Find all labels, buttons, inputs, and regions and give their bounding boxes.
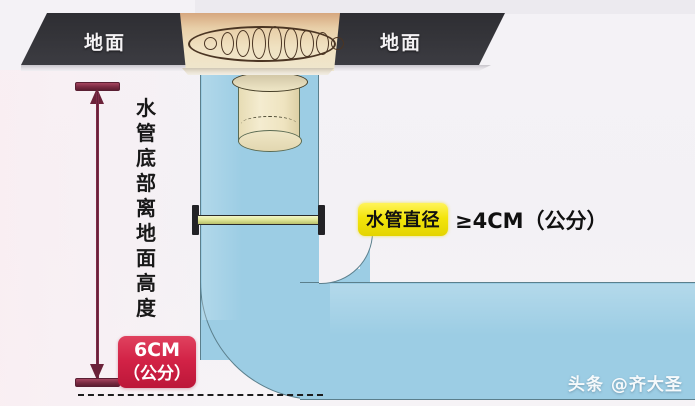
drain-grate-slot-2: [236, 30, 250, 57]
ground-slab-right: [333, 13, 505, 65]
drain-grate-slot-1: [221, 32, 234, 55]
drain-grate-hole-circle-left: [204, 37, 217, 50]
drain-body-bottom-ellipse: [238, 130, 302, 152]
ground-label-left: 地面: [84, 32, 127, 54]
pipe-horizontal-section: [300, 282, 695, 400]
drain-grate-slot-3: [252, 28, 266, 59]
height-arrow-bottom-cap: [75, 378, 120, 387]
drain-grate-slot-7: [316, 32, 329, 55]
height-arrow-shaft: [96, 92, 99, 380]
ground-label-right: 地面: [380, 32, 423, 54]
height-value-badge: 6CM （公分）: [118, 336, 196, 388]
watermark-text: 头条 @齐大圣: [568, 375, 683, 395]
drain-body-top-ellipse: [232, 72, 308, 92]
height-value-line2: （公分）: [123, 364, 191, 384]
diameter-value-text: ≥4CM（公分）: [455, 208, 608, 233]
drain-grate-hole-circle-right: [331, 37, 344, 50]
drain-body-hidden-edge-dashed: [241, 116, 297, 132]
drain-grate-slot-4: [268, 26, 282, 60]
background-top-band: [195, 0, 695, 14]
ground-slab-right-edge: [333, 65, 491, 71]
floor-drain-plate-edge: [182, 68, 334, 75]
pipe-bottom-height-label: 水 管 底 部 离 地 面 高 度: [136, 96, 156, 320]
drain-grate-slot-5: [284, 28, 298, 59]
height-value-line1: 6CM: [133, 339, 181, 361]
diameter-callout: 水管直径 ≥4CM（公分）: [358, 203, 608, 236]
diameter-measure-right-cap: [318, 205, 325, 235]
height-arrow-down-head-icon: [90, 364, 104, 380]
floor-reference-dashed-line: [78, 394, 323, 396]
ground-slab-left-edge: [21, 65, 186, 71]
diameter-measure-left-cap: [192, 205, 199, 235]
ground-slab-left: [21, 13, 186, 65]
drain-grate-slot-6: [300, 30, 314, 57]
diameter-badge-label: 水管直径: [358, 203, 448, 236]
diameter-measure-bar: [197, 215, 323, 225]
